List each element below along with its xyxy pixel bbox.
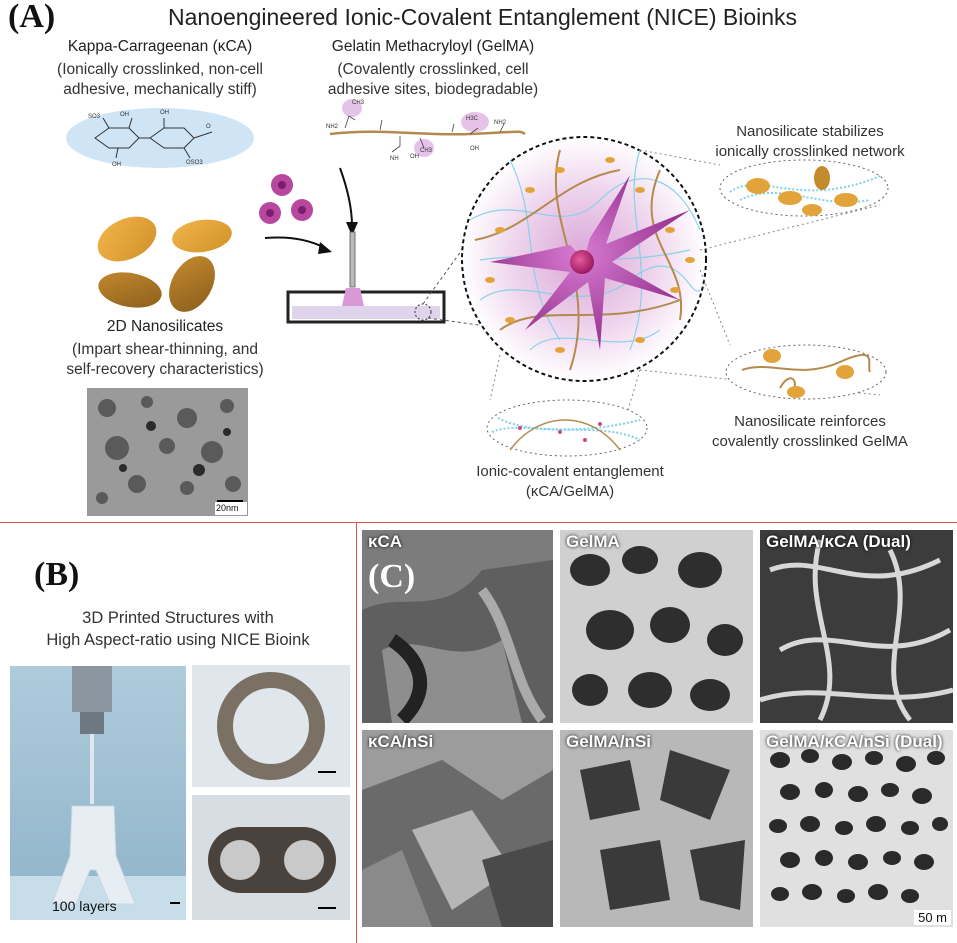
sem-gelma-nsi: GelMA/nSi: [560, 730, 753, 927]
printed-structure-photo: [10, 666, 186, 920]
sem-scale-label: 50 m: [914, 910, 951, 925]
sem-gelma: GelMA: [560, 530, 753, 723]
sem-kca: κCA (C): [362, 530, 553, 723]
gelma-desc-2: adhesive sites, biodegradable): [327, 81, 539, 98]
sem-label-gelma-nsi: GelMA/nSi: [566, 732, 652, 751]
svg-text:CH3: CH3: [420, 148, 433, 154]
panel-b-caption-2: High Aspect-ratio using NICE Bioink: [46, 631, 310, 649]
sem-gelma-kca-nsi-dual: GelMA/κCA/nSi (Dual) 50 m: [760, 730, 953, 927]
sem-label-gelma-kca-dual: GelMA/κCA (Dual): [766, 532, 911, 551]
nanosilicate-discs: [97, 216, 232, 312]
svg-text:NH2: NH2: [494, 120, 507, 126]
kca-desc-2: adhesive, mechanically stiff): [63, 81, 257, 98]
svg-text:OH: OH: [112, 162, 121, 168]
tem-micrograph: [87, 388, 248, 516]
svg-text:OSO3: OSO3: [186, 160, 203, 166]
nanosilicate-desc-1: (Impart shear-thinning, and: [71, 341, 259, 358]
divider-horizontal: [0, 522, 957, 523]
layers-label: 100 layers: [52, 898, 117, 914]
print-bath: [286, 221, 501, 329]
svg-text:OH: OH: [470, 146, 479, 152]
panel-b-caption-1: 3D Printed Structures with: [82, 609, 274, 627]
double-ring-structure-photo: [192, 795, 350, 920]
svg-text:NH: NH: [390, 156, 399, 162]
panel-a-title: Nanoengineered Ionic-Covalent Entangleme…: [168, 4, 798, 30]
nanosilicate-desc-2: self-recovery characteristics): [66, 361, 264, 378]
svg-text:OH: OH: [410, 154, 419, 160]
kca-desc-1: (Ionically crosslinked, non-cell: [57, 61, 263, 78]
svg-text:SO3: SO3: [88, 114, 101, 120]
zoom-entanglement: [486, 399, 648, 457]
ring-structure-photo: [192, 665, 350, 787]
gelma-desc-1: (Covalently crosslinked, cell: [337, 61, 529, 78]
tem-scale-label: 20nm: [216, 503, 239, 513]
panel-a-letter: (A): [8, 0, 56, 35]
svg-text:NH2: NH2: [326, 124, 339, 130]
divider-vertical: [356, 522, 357, 943]
callout-entanglement-2: (κCA/GelMA): [525, 483, 615, 500]
sem-label-kca: κCA: [368, 532, 403, 551]
zoom-ionic-network: [719, 159, 889, 217]
panel-c-letter: (C): [368, 558, 416, 595]
svg-text:CH3: CH3: [352, 100, 365, 106]
kca-title: Kappa-Carrageenan (κCA): [67, 38, 253, 55]
callout-reinforces-1: Nanosilicate reinforces: [734, 413, 886, 430]
svg-text:OH: OH: [160, 110, 169, 116]
svg-text:OH: OH: [120, 112, 129, 118]
zoom-covalent-gelma: [725, 344, 887, 400]
sem-label-gelma-kca-nsi-dual: GelMA/κCA/nSi (Dual): [766, 732, 943, 751]
callout-entanglement-1: Ionic-covalent entanglement: [476, 463, 664, 480]
sem-label-kca-nsi: κCA/nSi: [368, 732, 434, 751]
nanosilicate-title: 2D Nanosilicates: [106, 318, 224, 335]
network-zoom: [461, 136, 707, 382]
callout-reinforces-2: covalently crosslinked GelMA: [712, 433, 908, 450]
cells-icon: [259, 174, 313, 224]
callout-stabilizes-1: Nanosilicate stabilizes: [736, 123, 884, 140]
sem-label-gelma: GelMA: [566, 532, 620, 551]
svg-text:O: O: [206, 124, 211, 130]
sem-kca-nsi: κCA/nSi: [362, 730, 553, 927]
gelma-title: Gelatin Methacryloyl (GelMA): [331, 38, 535, 55]
svg-text:H3C: H3C: [466, 116, 479, 122]
callout-stabilizes-2: ionically crosslinked network: [715, 143, 905, 160]
panel-b-letter: (B): [34, 556, 80, 593]
sem-gelma-kca-dual: GelMA/κCA (Dual): [760, 530, 953, 723]
